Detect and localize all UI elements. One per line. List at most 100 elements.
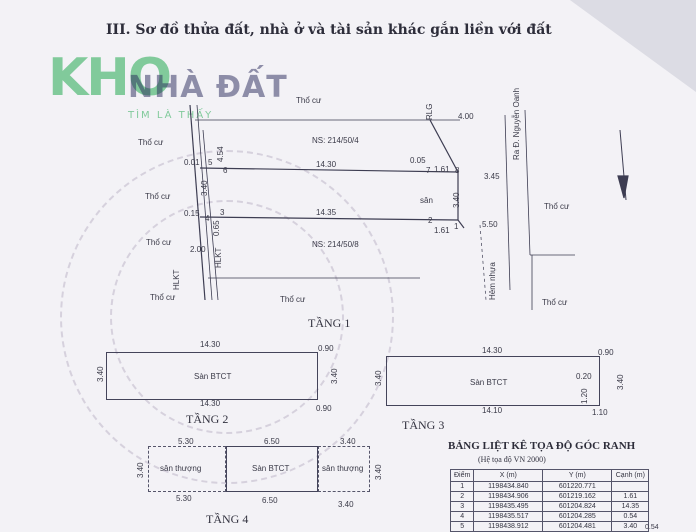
dim-road: 3.45 bbox=[484, 172, 500, 181]
floor1-title: TẦNG 1 bbox=[308, 316, 351, 330]
point-number: 7 bbox=[426, 166, 431, 175]
f2-dim-bottom: 14.30 bbox=[200, 399, 221, 408]
cell: 1198434.840 bbox=[473, 481, 544, 492]
f4-dim: 6.50 bbox=[264, 437, 280, 446]
f3-dim-inner: 0.20 bbox=[576, 372, 592, 381]
neighbor-label: Thổ cư bbox=[138, 138, 164, 147]
col-header: Cạnh (m) bbox=[611, 469, 650, 482]
watermark-ring bbox=[60, 150, 394, 484]
coord-table-title: BẢNG LIỆT KÊ TỌA ĐỘ GÓC RANH bbox=[448, 440, 636, 452]
neighbor-label: Thổ cư bbox=[280, 295, 306, 304]
cell: 2 bbox=[449, 491, 475, 502]
f3-dim-top: 14.30 bbox=[482, 346, 503, 355]
neighbor-label: Thổ cư bbox=[150, 293, 176, 302]
watermark-logo-letters: KHO bbox=[48, 48, 172, 108]
f4-dim-side: 3.40 bbox=[136, 462, 145, 478]
table-row: 1 1198434.840 601220.771 bbox=[449, 481, 650, 492]
cell: 1198434.906 bbox=[473, 491, 544, 502]
floor3-outline bbox=[386, 356, 600, 406]
cell: 3 bbox=[449, 501, 475, 512]
dim-left-angled: 0.65 bbox=[212, 220, 221, 236]
point-number: 1 bbox=[454, 222, 459, 231]
coord-extra-edge: 0.54 bbox=[645, 524, 659, 531]
cell: 14.35 bbox=[611, 501, 650, 512]
f3-dim-bottom: 14.10 bbox=[482, 406, 503, 415]
f4-dim: 5.30 bbox=[178, 437, 194, 446]
watermark-brand: NHÀ ĐẤT bbox=[128, 70, 288, 105]
table-row: 5 1198438.912 601204.481 3.40 bbox=[449, 521, 650, 532]
table-row: 4 1198435.517 601204.285 0.54 bbox=[449, 511, 650, 522]
cell: 601204.285 bbox=[542, 511, 613, 522]
dim-right: 1.61 bbox=[434, 226, 450, 235]
f2-slab: Sàn BTCT bbox=[194, 372, 232, 381]
dim-right: 0.05 bbox=[410, 156, 426, 165]
point-number: 8 bbox=[455, 166, 460, 175]
f4-slab-box bbox=[226, 446, 318, 492]
dim-top-right: 4.00 bbox=[458, 112, 474, 121]
f2-dim-top: 14.30 bbox=[200, 340, 221, 349]
rlg-label: RLG bbox=[425, 103, 434, 120]
cell: 0.54 bbox=[611, 511, 650, 522]
cell: 1.61 bbox=[611, 491, 650, 502]
cell: 601219.162 bbox=[542, 491, 613, 502]
f3-dim-corner: 1.10 bbox=[592, 408, 608, 417]
road-label: Ra Đ. Nguyễn Oanh bbox=[512, 87, 521, 160]
col-header: Y (m) bbox=[542, 469, 613, 482]
dim-left: 2.00 bbox=[190, 245, 206, 254]
point-number: 4 bbox=[205, 214, 210, 223]
cell: 1 bbox=[449, 481, 475, 492]
cell: 601204.824 bbox=[542, 501, 613, 512]
f3-dim-inner: 1.20 bbox=[580, 388, 589, 404]
f2-dim-corner: 0.90 bbox=[318, 344, 334, 353]
cell: 1198438.912 bbox=[473, 521, 544, 532]
floor3-title: TẦNG 3 bbox=[402, 418, 445, 432]
f3-slab: Sàn BTCT bbox=[470, 378, 508, 387]
section-title: III. Sơ đồ thửa đất, nhà ở và tài sản kh… bbox=[106, 22, 552, 38]
coord-table-subtitle: (Hệ tọa độ VN 2000) bbox=[478, 455, 546, 464]
dim-upper-length: 14.30 bbox=[316, 160, 337, 169]
dim-lower-length: 14.35 bbox=[316, 208, 337, 217]
neighbor-label: Thổ cư bbox=[296, 96, 322, 105]
table-row: 3 1198435.495 601204.824 14.35 bbox=[449, 501, 650, 512]
yard-label: sân bbox=[420, 196, 433, 205]
col-header: Điểm bbox=[449, 469, 475, 482]
alley-label: Hẻm nhựa bbox=[488, 262, 497, 300]
point-number: 5 bbox=[208, 158, 213, 167]
f4-dim: 3.40 bbox=[338, 500, 354, 509]
ns-upper: NS: 214/50/4 bbox=[312, 136, 359, 145]
dim-right-side: 3.40 bbox=[452, 192, 461, 208]
f4-dim: 6.50 bbox=[262, 496, 278, 505]
f2-dim-corner: 0.90 bbox=[316, 404, 332, 413]
cell: 4 bbox=[449, 511, 475, 522]
dim-left: 0.01 bbox=[184, 158, 200, 167]
point-number: 3 bbox=[220, 208, 225, 217]
neighbor-label: Thổ cư bbox=[146, 238, 172, 247]
f4-rooftop-label: sân thượng bbox=[160, 464, 202, 473]
neighbor-label: Thổ cư bbox=[542, 298, 568, 307]
f2-dim-side: 3.40 bbox=[96, 366, 105, 382]
col-header: X (m) bbox=[473, 469, 544, 482]
neighbor-label: Thổ cư bbox=[145, 192, 171, 201]
floor2-outline bbox=[106, 352, 318, 400]
dim-road: 5.50 bbox=[482, 220, 498, 229]
hlkt-label: HLKT bbox=[172, 269, 181, 290]
watermark-tagline: TÌM LÀ THẤY bbox=[128, 110, 214, 121]
cell: 3.40 bbox=[611, 521, 650, 532]
cell: 601220.771 bbox=[542, 481, 613, 492]
f2-dim-right: 3.40 bbox=[330, 368, 339, 384]
hlkt-label: HLKT bbox=[214, 247, 223, 268]
f3-dim-corner: 0.90 bbox=[598, 348, 614, 357]
table-row: 2 1198434.906 601219.162 1.61 bbox=[449, 491, 650, 502]
dim-right: 1.61 bbox=[434, 165, 450, 174]
f4-rooftop-left bbox=[148, 446, 226, 492]
cell: 1198435.517 bbox=[473, 511, 544, 522]
floor2-title: TẦNG 2 bbox=[186, 412, 229, 426]
floor4-title: TẦNG 4 bbox=[206, 512, 249, 526]
f3-dim-side: 3.40 bbox=[374, 370, 383, 386]
dim-left-angled: 4.54 bbox=[216, 146, 225, 162]
f4-dim: 3.40 bbox=[340, 437, 356, 446]
watermark-ring bbox=[110, 200, 344, 434]
f4-rooftop-label: sân thượng bbox=[322, 464, 364, 473]
